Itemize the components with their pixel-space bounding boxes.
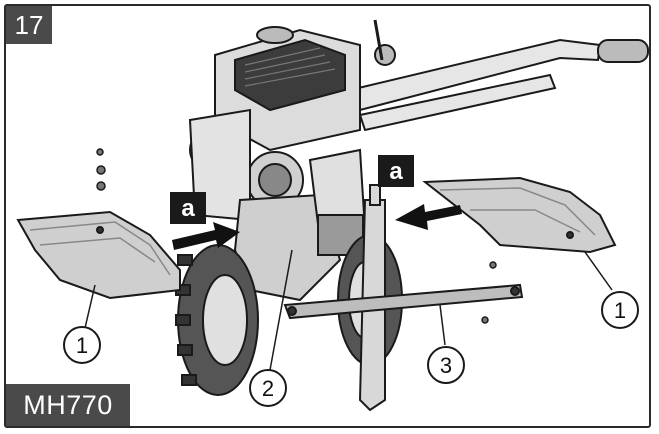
engine <box>188 26 361 222</box>
tag-a-right: a <box>378 155 414 187</box>
bracket <box>283 283 524 320</box>
model-label: MH770 <box>6 384 130 426</box>
tag-a-left: a <box>170 192 206 224</box>
figure-number: 17 <box>6 6 52 44</box>
svg-text:2: 2 <box>262 376 274 401</box>
bolts <box>96 148 497 324</box>
right-shield <box>422 176 617 254</box>
figure-frame <box>4 4 651 428</box>
callout-1-left: 1 <box>63 326 101 364</box>
arrow-right <box>395 204 462 230</box>
tag-a-right-text: a <box>389 158 403 185</box>
handlebar <box>348 19 649 132</box>
callout-3: 3 <box>427 346 465 384</box>
arrow-left <box>172 222 240 250</box>
callout-2: 2 <box>249 369 287 407</box>
left-wheel <box>175 244 259 396</box>
svg-text:1: 1 <box>614 298 626 323</box>
svg-text:3: 3 <box>440 353 452 378</box>
leader-lines <box>84 249 613 371</box>
left-shield <box>16 210 181 300</box>
svg-text:1: 1 <box>76 333 88 358</box>
callout-1-right: 1 <box>601 291 639 329</box>
tag-a-left-text: a <box>181 195 195 222</box>
